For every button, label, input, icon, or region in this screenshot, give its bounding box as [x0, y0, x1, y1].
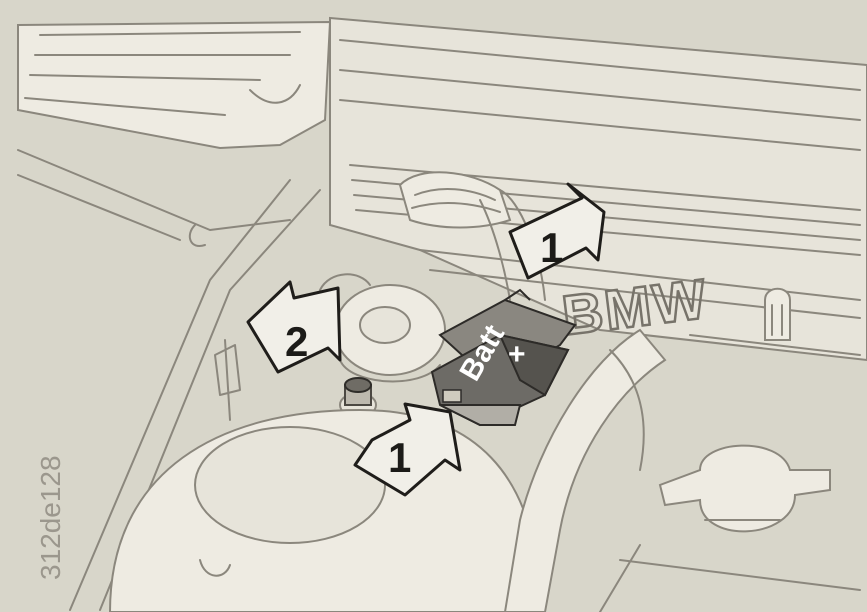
figure-code: 312de128	[35, 455, 66, 580]
figure-code-group: 312de128	[35, 455, 66, 580]
callout-1-upper-label: 1	[540, 224, 563, 271]
spark-plug-boot	[765, 289, 790, 340]
callout-1-lower-label: 1	[388, 434, 411, 481]
terminal-label-plus: +	[508, 338, 526, 371]
terminal-plus-group: +	[508, 338, 526, 371]
callout-2-label: 2	[285, 318, 308, 365]
